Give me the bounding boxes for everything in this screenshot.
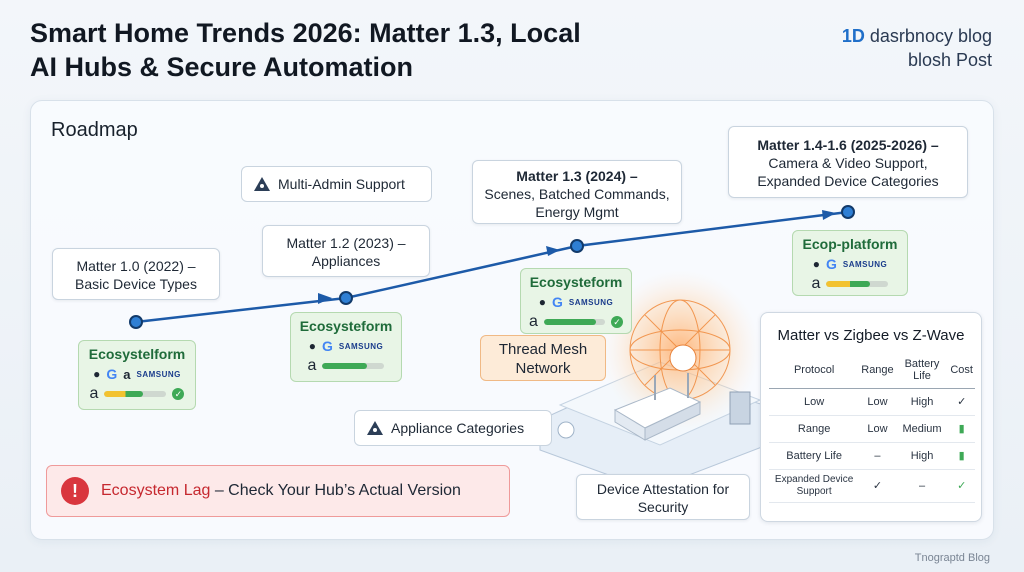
ecosystem-title: Ecosysteform: [299, 318, 393, 334]
apple-icon: ●: [93, 367, 101, 381]
check-icon: ✓: [611, 316, 623, 328]
milestone-head: Matter 1.2 (2023) –: [286, 235, 406, 251]
server-icon: [729, 391, 751, 425]
google-icon: G: [551, 294, 563, 310]
table-row: Expanded Device Support ✓ – ✓: [769, 469, 975, 503]
timeline-arrow-1: [318, 293, 332, 304]
milestone-sub: Scenes, Batched Commands,: [484, 186, 670, 202]
ecosystem-card-2: Ecosysteform ● G SAMSUNG a: [290, 312, 402, 382]
warning-label: Ecosystem Lag: [101, 482, 211, 499]
support-bar: [543, 319, 606, 325]
column-header: Protocol: [769, 355, 860, 389]
check-icon: ✓: [948, 388, 975, 416]
appliance-categories-pill[interactable]: Appliance Categories: [354, 410, 552, 446]
comparison-table: Protocol Range Battery Life Cost Low Low…: [769, 355, 975, 503]
milestone-head: Matter 1.0 (2022) –: [76, 258, 196, 274]
milestone-node-3[interactable]: [570, 239, 584, 253]
milestone-head: Matter 1.4-1.6 (2025-2026) –: [757, 137, 939, 153]
attestation-line-2: Security: [637, 499, 689, 515]
ecosystem-title: Ecosysteform: [529, 274, 623, 290]
warning-icon: !: [61, 477, 89, 505]
ecosystem-card-3: Ecosysteform ● G SAMSUNG a ✓: [520, 268, 632, 334]
milestone-node-1[interactable]: [129, 315, 143, 329]
amazon-icon: a: [529, 313, 538, 330]
milestone-sub: Appliances: [311, 253, 381, 269]
ecosystem-title: Ecop-platform: [802, 236, 898, 252]
milestone-sub: Camera & Video Support,: [768, 155, 928, 171]
brand-subtitle: blosh Post: [907, 50, 992, 70]
ecosystem-card-4: Ecop-platform ● G SAMSUNG a: [792, 230, 908, 296]
multi-admin-label: Multi-Admin Support: [278, 176, 405, 192]
milestone-node-4[interactable]: [841, 205, 855, 219]
milestone-sub-2: Expanded Device Categories: [757, 173, 939, 189]
battery-icon: ▮: [948, 442, 975, 470]
comparison-title: Matter vs Zigbee vs Z-Wave: [777, 327, 965, 344]
thread-mesh-callout[interactable]: Thread Mesh Network: [480, 335, 606, 381]
warning-detail: – Check Your Hub’s Actual Version: [210, 482, 461, 499]
support-bar: [104, 391, 167, 397]
brand-accent: 1D: [841, 26, 865, 46]
comparison-table-card: Matter vs Zigbee vs Z-Wave Protocol Rang…: [760, 312, 982, 522]
apple-icon: ●: [812, 257, 820, 271]
signal-icon: [669, 344, 697, 372]
matter-logo-icon: [254, 176, 270, 192]
ecosystem-title: Ecosystelform: [88, 346, 186, 362]
chip-icon: [557, 421, 575, 439]
apple-icon: ●: [538, 295, 546, 309]
check-icon: ✓: [172, 388, 185, 400]
amazon-icon: a: [811, 275, 821, 292]
battery-icon: ▮: [948, 415, 975, 443]
support-bar: [322, 363, 385, 369]
matter-logo-icon: [367, 420, 383, 436]
google-icon: G: [321, 338, 333, 354]
device-attestation-callout[interactable]: Device Attestation for Security: [576, 474, 750, 520]
column-header: Cost: [948, 355, 975, 389]
milestone-matter-1-3[interactable]: Matter 1.3 (2024) – Scenes, Batched Comm…: [472, 160, 682, 224]
column-header: Range: [859, 355, 896, 389]
samsung-icon: SAMSUNG: [136, 369, 181, 379]
page-title: Smart Home Trends 2026: Matter 1.3, Loca…: [30, 16, 670, 84]
thread-mesh-line-1: Thread Mesh: [498, 341, 588, 358]
milestone-head: Matter 1.3 (2024) –: [516, 168, 638, 184]
table-row: Range Low Medium ▮: [769, 415, 975, 443]
thread-mesh-line-2: Network: [515, 360, 571, 377]
blog-brand[interactable]: 1D dasrbnocy blog blosh Post: [842, 24, 992, 72]
milestone-matter-1-4-1-6[interactable]: Matter 1.4-1.6 (2025-2026) – Camera & Vi…: [728, 126, 968, 198]
multi-admin-pill[interactable]: Multi-Admin Support: [241, 166, 432, 202]
milestone-matter-1-2[interactable]: Matter 1.2 (2023) – Appliances: [262, 225, 430, 277]
check-icon: ✓: [948, 469, 975, 503]
ecosystem-lag-warning[interactable]: ! Ecosystem Lag – Check Your Hub’s Actua…: [46, 465, 510, 517]
column-header: Battery Life: [895, 355, 949, 389]
google-icon: G: [106, 366, 118, 382]
samsung-icon: SAMSUNG: [338, 341, 384, 351]
title-line-1: Smart Home Trends 2026: Matter 1.3, Loca…: [30, 18, 581, 48]
timeline-arrow-3: [822, 210, 836, 220]
milestone-matter-1-0[interactable]: Matter 1.0 (2022) – Basic Device Types: [52, 248, 220, 300]
brand-name: dasrbnocy blog: [864, 26, 992, 46]
support-bar: [826, 281, 889, 287]
milestone-sub-2: Energy Mgmt: [535, 204, 619, 220]
milestone-sub: Basic Device Types: [75, 276, 197, 292]
timeline-line: [135, 210, 849, 324]
roadmap-title: Roadmap: [51, 119, 138, 141]
milestone-node-2[interactable]: [339, 291, 353, 305]
amazon-icon: a: [89, 385, 99, 402]
samsung-icon: SAMSUNG: [568, 297, 614, 307]
appliance-categories-label: Appliance Categories: [391, 420, 525, 436]
table-row: Low Low High ✓: [769, 388, 975, 416]
amazon-icon: a: [307, 357, 317, 374]
table-row: Battery Life – High ▮: [769, 442, 975, 470]
google-icon: G: [825, 256, 837, 272]
samsung-icon: SAMSUNG: [842, 259, 888, 269]
apple-icon: ●: [308, 339, 316, 353]
footer-credit: Tnograptd Blog: [914, 552, 990, 564]
title-line-2: AI Hubs & Secure Automation: [30, 52, 414, 82]
amazon-icon: a: [123, 366, 131, 382]
timeline-arrow-2: [546, 246, 560, 256]
attestation-line-1: Device Attestation for: [596, 481, 730, 497]
